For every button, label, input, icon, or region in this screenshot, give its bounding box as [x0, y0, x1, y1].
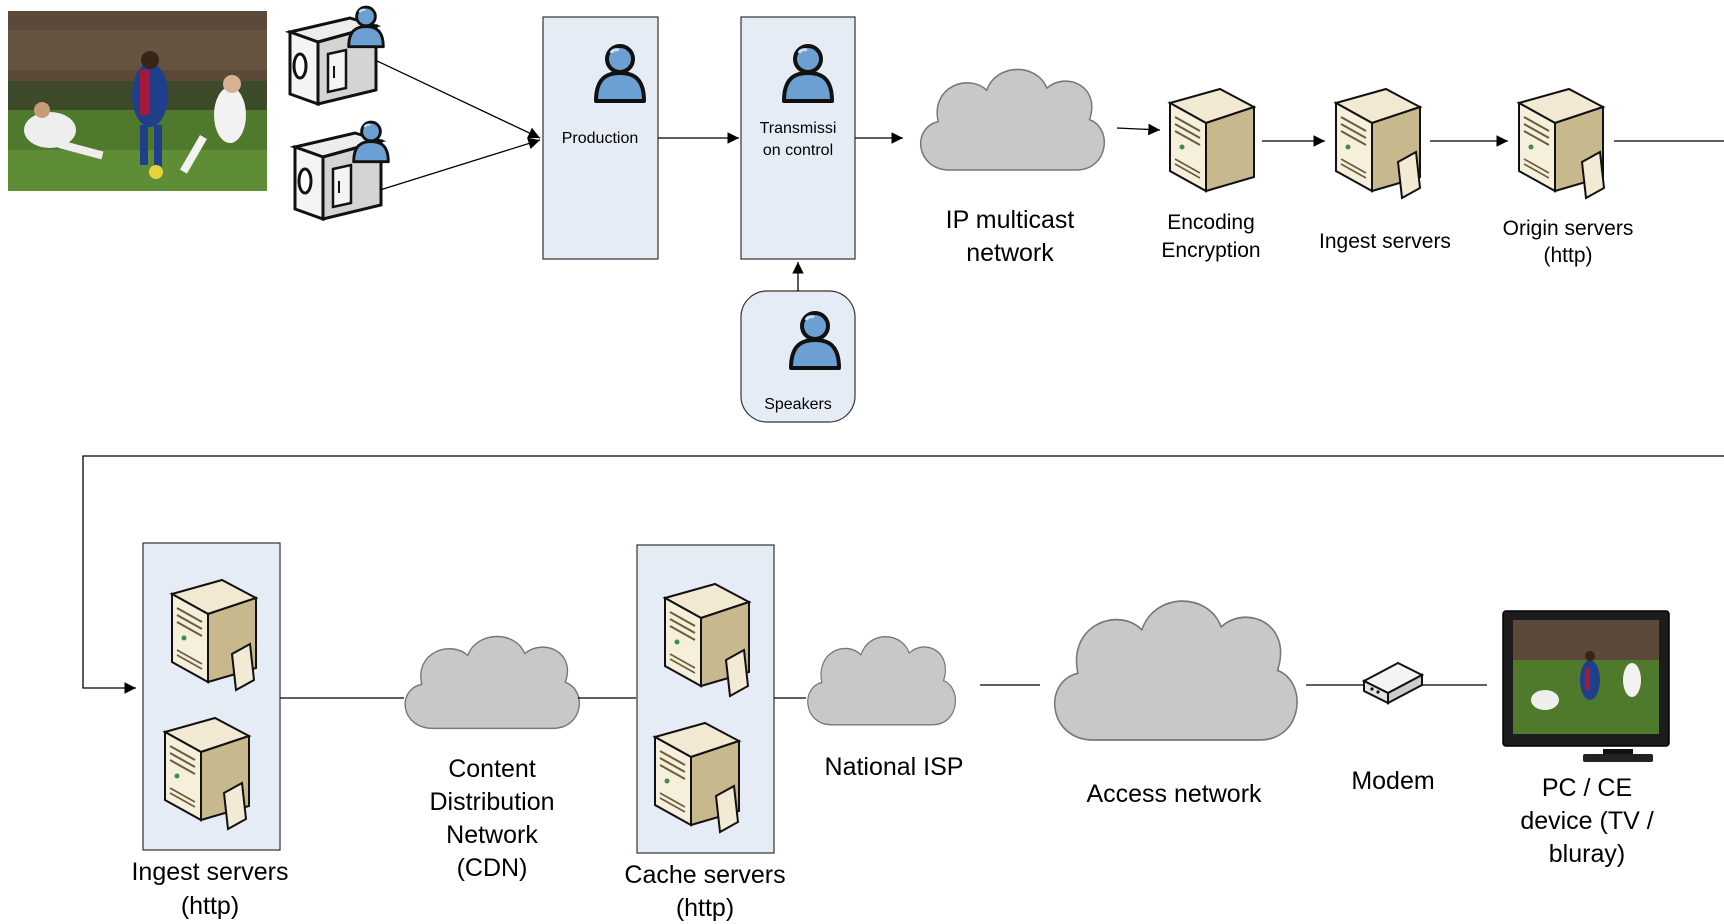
- origin-servers-label-line1: Origin servers: [1503, 217, 1634, 240]
- cloud-icon: [1053, 600, 1298, 741]
- production-box: Production: [542, 16, 659, 260]
- ingest-servers-box: [142, 542, 281, 851]
- transmission-label-line1: Transmissi: [760, 120, 837, 137]
- pc-ce-label-line3: bluray): [1549, 840, 1625, 868]
- cdn-label-line4: (CDN): [457, 854, 528, 882]
- national-isp-label: National ISP: [825, 753, 964, 781]
- ingest-servers-http-label-line1: Ingest servers: [131, 858, 288, 886]
- tv-icon: [1502, 610, 1670, 762]
- production-label: Production: [562, 130, 639, 147]
- cloud-icon: [807, 636, 957, 726]
- cache-servers-label-line1: Cache servers: [624, 861, 785, 889]
- origin-servers-label-line2: (http): [1543, 244, 1592, 267]
- football-photo: [8, 11, 267, 191]
- ip-multicast-label-line1: IP multicast: [946, 206, 1075, 234]
- cdn-label-line1: Content: [448, 755, 536, 783]
- cdn-label-line2: Distribution: [429, 788, 554, 816]
- speakers-label: Speakers: [764, 396, 832, 413]
- access-network-label: Access network: [1086, 780, 1262, 808]
- cache-servers-box: [636, 544, 775, 854]
- pc-ce-label-line1: PC / CE: [1542, 774, 1632, 802]
- connector: [1116, 123, 1161, 136]
- modem-icon: [1361, 661, 1425, 705]
- ingest-servers-http-label-line2: (http): [181, 892, 239, 920]
- cdn-label-line3: Network: [446, 821, 538, 849]
- cloud-icon: [919, 68, 1106, 171]
- encoding-label-line1: Encoding: [1167, 211, 1255, 234]
- connector: [374, 59, 541, 139]
- transmission-label-line2: on control: [763, 142, 833, 159]
- encoding-label-line2: Encryption: [1161, 239, 1260, 262]
- server-icon: [1169, 88, 1255, 192]
- transmission-control-box: Transmissi on control: [740, 16, 856, 260]
- modem-label: Modem: [1351, 767, 1434, 795]
- video-camera-icon: [288, 5, 385, 106]
- cloud-icon: [404, 635, 581, 730]
- video-camera-icon: [293, 120, 390, 221]
- connector: [379, 137, 541, 191]
- cache-servers-label-line2: (http): [676, 894, 734, 922]
- speakers-box: Speakers: [740, 290, 856, 423]
- pc-ce-label-line2: device (TV /: [1520, 807, 1653, 835]
- connector: [82, 455, 1724, 694]
- ingest-servers-label: Ingest servers: [1319, 230, 1451, 253]
- ip-multicast-label-line2: network: [966, 239, 1054, 267]
